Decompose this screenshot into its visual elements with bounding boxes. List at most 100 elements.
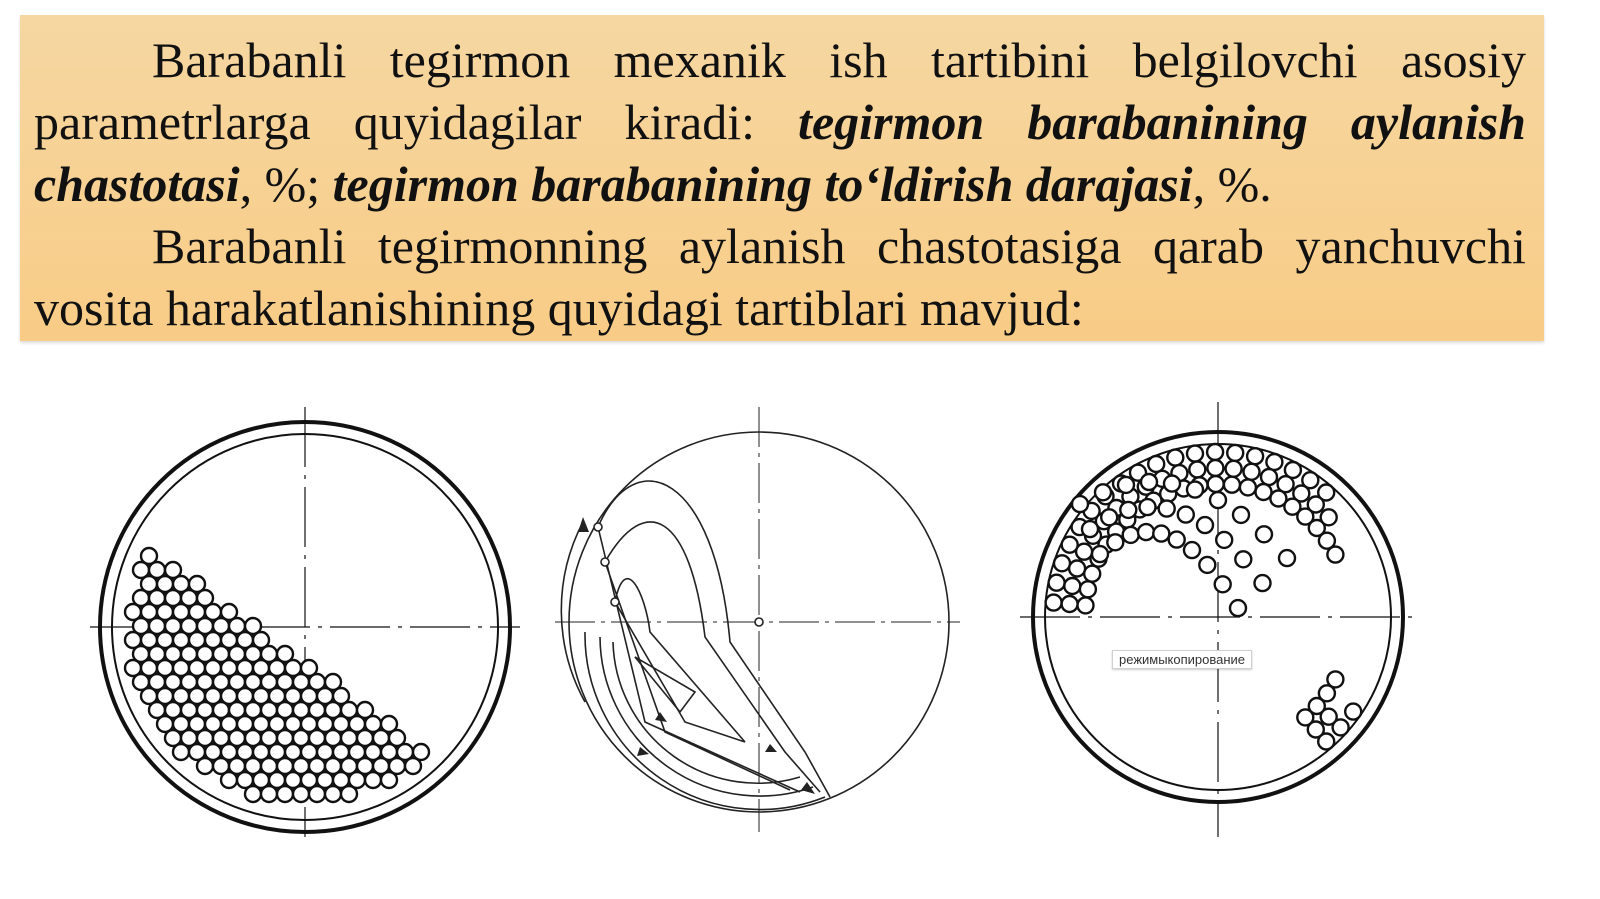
ball-icon xyxy=(251,630,271,650)
ball-icon xyxy=(1205,442,1225,462)
ball-icon xyxy=(1206,474,1225,494)
ball-icon xyxy=(1206,458,1225,478)
ball-icon xyxy=(363,770,383,790)
mill-diagram-cascade xyxy=(90,407,520,837)
ball-icon xyxy=(323,784,343,804)
ball-icon xyxy=(1317,732,1336,751)
ball-icon xyxy=(1242,462,1261,482)
ball-icon xyxy=(1234,550,1253,569)
ball-icon xyxy=(1093,483,1113,502)
ball-icon xyxy=(1185,480,1205,499)
ball-icon xyxy=(1078,580,1098,599)
ball-icon xyxy=(1222,475,1242,494)
ball-icon xyxy=(1116,475,1136,495)
ball-icon xyxy=(1182,540,1202,560)
ball-icon xyxy=(1047,573,1066,592)
ball-icon xyxy=(275,644,295,664)
ball-icon xyxy=(1166,448,1185,467)
ball-icon xyxy=(403,756,423,776)
ball-icon xyxy=(1344,702,1363,721)
ball-icon xyxy=(243,616,263,636)
ball-icon xyxy=(387,728,407,748)
para1-term-rotation: tegirmon barabanining aylanish chastotas… xyxy=(34,94,1526,212)
ball-icon xyxy=(1326,670,1345,689)
ball-icon xyxy=(195,756,215,776)
ball-icon xyxy=(331,686,351,706)
paragraph-1: Barabanli tegirmon mexanik ish tartibini… xyxy=(34,29,1526,215)
ball-icon xyxy=(1254,525,1274,544)
ball-icon xyxy=(243,784,263,804)
ball-icon xyxy=(1060,594,1079,614)
para1-term-filling: tegirmon barabanining to‘ldirish darajas… xyxy=(332,156,1193,212)
para1-end: , %. xyxy=(1192,156,1272,212)
ball-icon xyxy=(1238,478,1258,497)
ball-icon xyxy=(1138,497,1157,517)
ball-icon xyxy=(1044,593,1063,612)
text-panel: Barabanli tegirmon mexanik ish tartibini… xyxy=(20,15,1544,341)
ball-icon xyxy=(1283,460,1303,480)
ball-icon xyxy=(323,672,343,692)
ball-icon xyxy=(1228,598,1248,618)
ball-icon xyxy=(339,784,359,804)
ball-icon xyxy=(291,784,311,804)
ball-icon xyxy=(1119,500,1138,520)
ball-icon xyxy=(1195,515,1215,535)
ball-icon xyxy=(1259,467,1279,487)
ball-icon xyxy=(1225,443,1245,463)
ball-icon xyxy=(299,658,319,678)
ball-icon xyxy=(1269,489,1288,508)
ball-icon xyxy=(1185,444,1205,463)
ball-icon xyxy=(1213,575,1232,594)
ball-icon xyxy=(1317,531,1337,550)
ball-icon xyxy=(1080,519,1100,539)
ball-icon xyxy=(1254,482,1273,502)
ball-icon xyxy=(195,588,215,608)
ball-icon xyxy=(163,560,183,580)
ball-icon xyxy=(411,742,431,762)
ball-icon xyxy=(1208,490,1228,510)
ball-icon xyxy=(139,546,159,566)
ball-icon xyxy=(1224,459,1243,479)
para1-start: Barabanli tegirmon mexanik ish tartibini… xyxy=(34,32,1526,150)
ball-icon xyxy=(187,574,207,594)
ball-icon xyxy=(1162,474,1182,493)
ball-icon xyxy=(1152,524,1171,543)
ball-icon xyxy=(1277,548,1297,568)
ball-icon xyxy=(1067,559,1087,578)
ball-icon xyxy=(1063,576,1082,596)
ball-icon xyxy=(1157,499,1176,518)
ball-icon xyxy=(1139,472,1159,492)
ball-icon xyxy=(307,784,327,804)
ball-icon xyxy=(219,602,239,622)
ball-icon xyxy=(355,700,375,720)
ball-icon xyxy=(1082,564,1102,583)
ball-icon xyxy=(1307,518,1326,538)
ball-icon xyxy=(1307,696,1326,716)
ball-icon xyxy=(1245,446,1265,466)
ball-icon xyxy=(1060,535,1079,554)
ball-icon xyxy=(1231,505,1251,525)
ball-icon xyxy=(379,770,399,790)
ball-icon xyxy=(1317,684,1337,703)
ball-icon xyxy=(1265,452,1284,472)
ball-icon xyxy=(1052,554,1072,573)
ball-icon xyxy=(1276,474,1295,494)
tooltip-label: режимыкопирование xyxy=(1112,650,1253,669)
ball-icon xyxy=(1198,555,1217,575)
ball-icon xyxy=(259,784,279,804)
ball-icon xyxy=(1214,530,1234,550)
ball-icon xyxy=(1319,707,1338,726)
ball-icon xyxy=(1301,470,1320,490)
ball-icon xyxy=(1188,460,1207,479)
figures-row xyxy=(0,392,1600,852)
ball-icon xyxy=(275,784,295,804)
ball-icon xyxy=(171,742,191,762)
ball-icon xyxy=(1317,483,1336,502)
ball-icon xyxy=(379,714,399,734)
ball-icon xyxy=(1146,454,1166,474)
paragraph-2: Barabanli tegirmonning aylanish chastota… xyxy=(34,218,1526,336)
ball-icon xyxy=(1326,545,1345,564)
ball-icon xyxy=(1090,544,1110,564)
ball-icon xyxy=(1306,720,1325,739)
ball-icon xyxy=(1296,507,1315,526)
